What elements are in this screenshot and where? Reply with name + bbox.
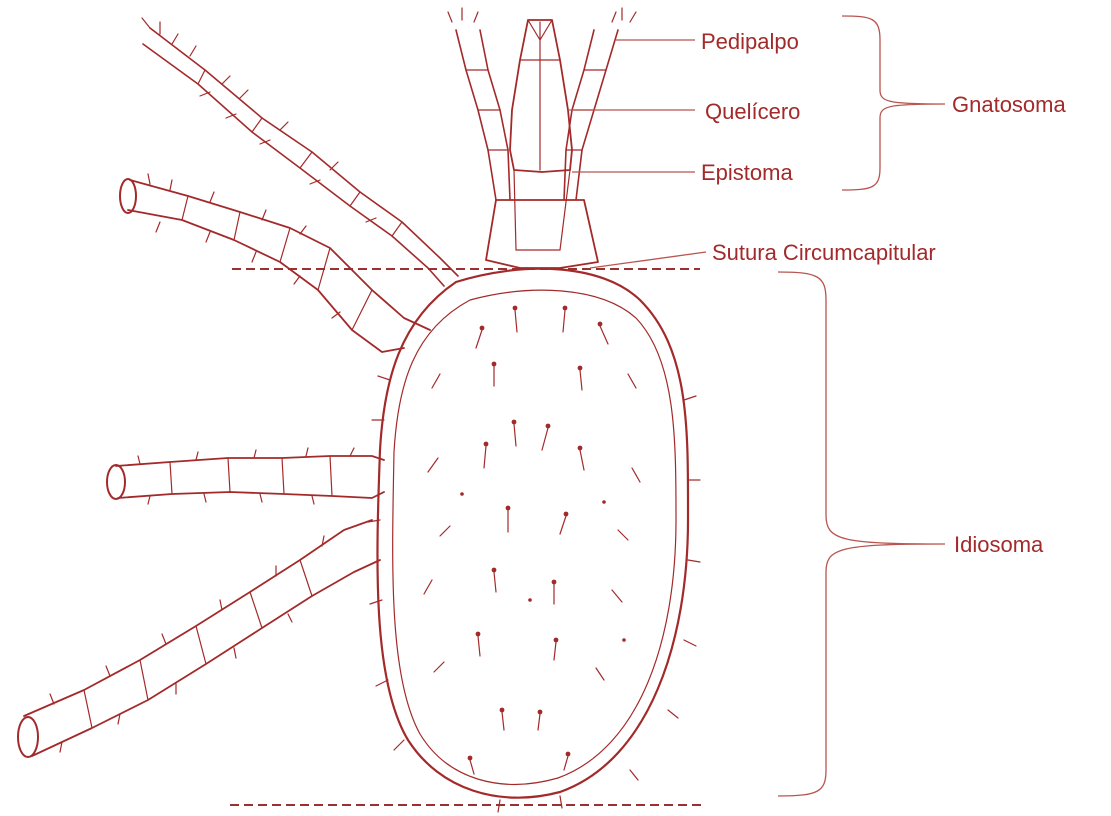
idiosoma-brace: [778, 272, 945, 796]
label-quelicero: Quelícero: [705, 99, 800, 124]
label-pedipalpo: Pedipalpo: [701, 29, 799, 54]
leg-2: [120, 174, 430, 352]
leg-3: [107, 448, 384, 504]
idiosoma-body: [368, 269, 700, 812]
label-gnatosoma: Gnatosoma: [952, 92, 1066, 117]
sutura-leader: [590, 252, 706, 268]
leg-4: [18, 520, 380, 757]
leg-1: [142, 18, 458, 286]
label-epistoma: Epistoma: [701, 160, 793, 185]
label-idiosoma: Idiosoma: [954, 532, 1044, 557]
gnatosoma-brace: [842, 16, 945, 190]
gnathosoma-drawing: [448, 8, 636, 268]
label-sutura-circumcapitular: Sutura Circumcapitular: [712, 240, 936, 265]
